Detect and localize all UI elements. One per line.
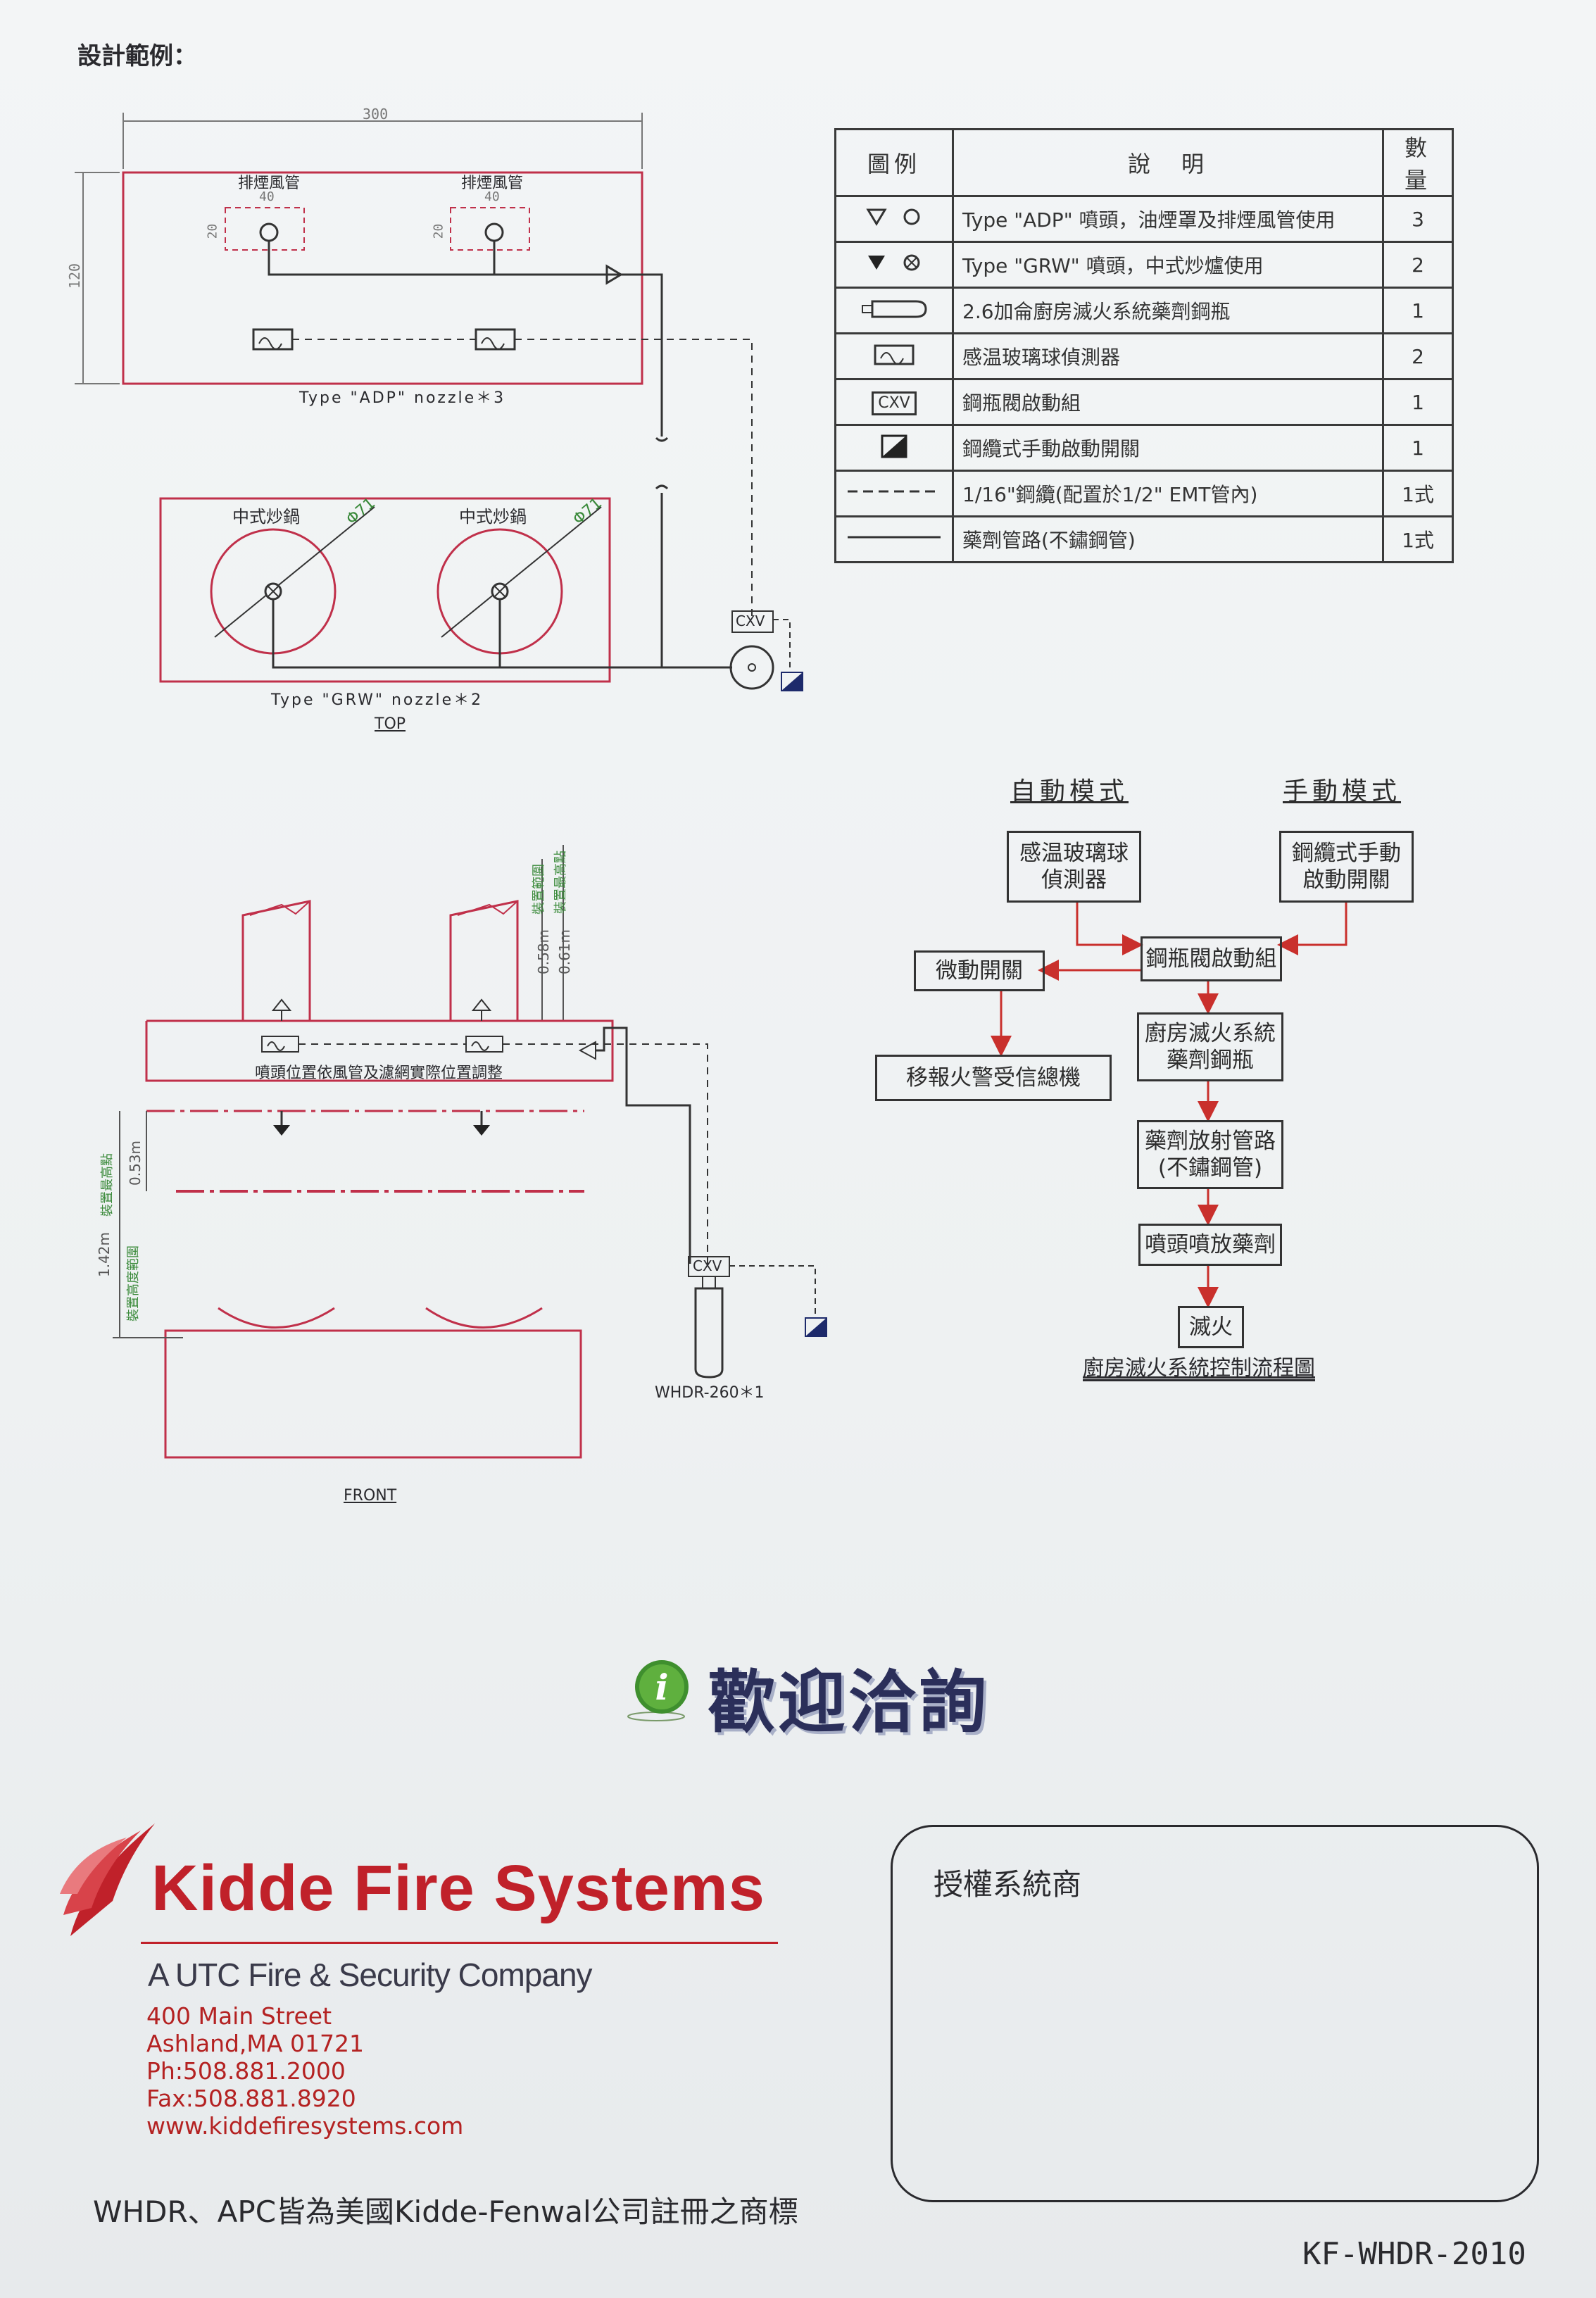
legend-header-desc: 說 明 (952, 128, 1384, 197)
company-address2: Ashland,MA 01721 (146, 2030, 364, 2057)
company-web: www.kiddefiresystems.com (146, 2112, 464, 2140)
legend-qty: 1 (1382, 378, 1454, 426)
legend-row: 藥劑管路(不鏽鋼管) 1式 (834, 515, 1454, 563)
front-note: 噴頭位置依風管及濾網實際位置調整 (255, 1065, 503, 1082)
cxv-box (731, 610, 774, 633)
company-phone: Ph:508.881.2000 (146, 2057, 346, 2085)
legend-desc: 1/16"鋼纜(配置於1/2" EMT管內) (952, 470, 1384, 517)
hood2-label: 排煙風管 (461, 175, 524, 192)
company-name: Kidde Fire Systems (151, 1852, 765, 1924)
flow-detector: 感温玻璃球 偵測器 (1007, 831, 1141, 903)
cylinder-label: WHDR-260＊1 (655, 1384, 765, 1402)
wok2-label: 中式炒鍋 (459, 507, 527, 527)
kidde-logo-icon (60, 1823, 155, 1936)
manual-mode-title: 手動模式 (1283, 777, 1402, 806)
grw-caption: Type "GRW" nozzle＊2 (271, 691, 484, 709)
legend-desc: 感温玻璃球偵測器 (952, 332, 1384, 380)
flow-alarm: 移報火警受信總機 (875, 1055, 1112, 1101)
legend-desc: Type "GRW" 噴頭，中式炒爐使用 (952, 241, 1384, 289)
legend-qty: 3 (1382, 195, 1454, 243)
duct-1 (225, 207, 305, 251)
company-tagline: A UTC Fire & Security Company (148, 1957, 593, 1993)
page-heading: 設計範例： (77, 42, 197, 70)
adp-nozzle-3 (605, 264, 623, 285)
hood-outline (122, 171, 643, 385)
flow-extinguish: 滅火 (1178, 1306, 1244, 1348)
open-triangle-circle-icon (866, 208, 920, 226)
wok1-label: 中式炒鍋 (232, 507, 300, 527)
dealer-box-title: 授權系統商 (934, 1867, 1082, 1902)
flow-discharge: 噴頭噴放藥劑 (1138, 1224, 1282, 1266)
wok-range-outline (159, 497, 611, 683)
auto-mode-title: 自動模式 (1010, 777, 1129, 806)
company-underline (141, 1942, 778, 1944)
legend-qty: 1式 (1382, 470, 1454, 517)
legend-row: Type "ADP" 噴頭，油煙罩及排煙風管使用 3 (834, 195, 1454, 243)
legend-qty: 1 (1382, 424, 1454, 472)
filled-triangle-cross-circle-icon (868, 254, 920, 270)
cylinder-icon (862, 300, 927, 318)
doc-code: KF-WHDR-2010 (1302, 2236, 1526, 2272)
dealer-box: 授權系統商 (891, 1825, 1539, 2202)
duct-w2: 40 (484, 189, 500, 204)
legend-row: Type "GRW" 噴頭，中式炒爐使用 2 (834, 241, 1454, 289)
legend-header-symbol: 圖例 (834, 128, 954, 197)
legend-row: 鋼纜式手動啟動開關 1 (834, 424, 1454, 472)
duct-w1: 40 (259, 189, 275, 204)
cylinder-top (729, 645, 774, 690)
legend-qty: 2 (1382, 241, 1454, 289)
flow-arrows (991, 901, 1347, 1308)
welcome-text: 歡迎洽詢 (708, 1662, 989, 1742)
legend-qty: 2 (1382, 332, 1454, 380)
company-fax: Fax:508.881.8920 (146, 2085, 356, 2112)
solid-line-icon (848, 536, 941, 538)
front-view-label: FRONT (344, 1487, 397, 1505)
legend-desc: 鋼瓶閥啟動組 (952, 378, 1384, 426)
top-view-label: TOP (375, 715, 406, 733)
trademark-note: WHDR、APC皆為美國Kidde-Fenwal公司註冊之商標 (93, 2195, 798, 2229)
legend-table: 圖例 說 明 數量 Type "ADP" 噴頭，油煙罩及排煙風管使用 3 Typ… (834, 128, 1454, 563)
adp-caption: Type "ADP" nozzle＊3 (299, 389, 506, 407)
flow-piping: 藥劑放射管路 (不鏽鋼管) (1137, 1120, 1283, 1189)
legend-row: 2.6加侖廚房滅火系統藥劑鋼瓶 1 (834, 287, 1454, 334)
manual-pull-icon (881, 434, 907, 458)
flow-micro-switch: 微動開關 (914, 950, 1045, 991)
info-icon: i (627, 1660, 689, 1721)
legend-row: CXV 鋼瓶閥啟動組 1 (834, 378, 1454, 426)
hood1-label: 排煙風管 (238, 175, 301, 192)
flow-caption: 廚房滅火系統控制流程圖 (1083, 1356, 1315, 1381)
cxv-label-top: CXV (736, 613, 765, 629)
flow-manual-switch: 鋼纜式手動 啟動開關 (1279, 831, 1414, 903)
dim-width: 300 (363, 106, 389, 123)
legend-desc: 藥劑管路(不鏽鋼管) (952, 515, 1384, 563)
duct-2 (450, 207, 530, 251)
legend-header-qty: 數量 (1382, 128, 1454, 197)
legend-row: 1/16"鋼纜(配置於1/2" EMT管內) 1式 (834, 470, 1454, 517)
legend-qty: 1 (1382, 287, 1454, 334)
legend-header-row: 圖例 說 明 數量 (834, 128, 1454, 197)
cxv-icon: CXV (872, 391, 917, 415)
top-view-drawing (75, 113, 803, 691)
legend-desc: 2.6加侖廚房滅火系統藥劑鋼瓶 (952, 287, 1384, 334)
legend-desc: Type "ADP" 噴頭，油煙罩及排煙風管使用 (952, 195, 1384, 243)
front-view-drawing (113, 845, 827, 1459)
svg-text:i: i (655, 1666, 669, 1708)
dashed-line-icon (848, 490, 941, 492)
company-address1: 400 Main Street (146, 2002, 332, 2030)
flow-cxv: 鋼瓶閥啟動組 (1141, 936, 1282, 981)
cxv-label-front: CXV (693, 1257, 722, 1274)
flow-cylinder: 廚房滅火系統 藥劑鋼瓶 (1137, 1012, 1283, 1081)
detector-icon (874, 344, 915, 365)
legend-qty: 1式 (1382, 515, 1454, 563)
legend-row: 感温玻璃球偵測器 2 (834, 332, 1454, 380)
legend-desc: 鋼纜式手動啟動開關 (952, 424, 1384, 472)
